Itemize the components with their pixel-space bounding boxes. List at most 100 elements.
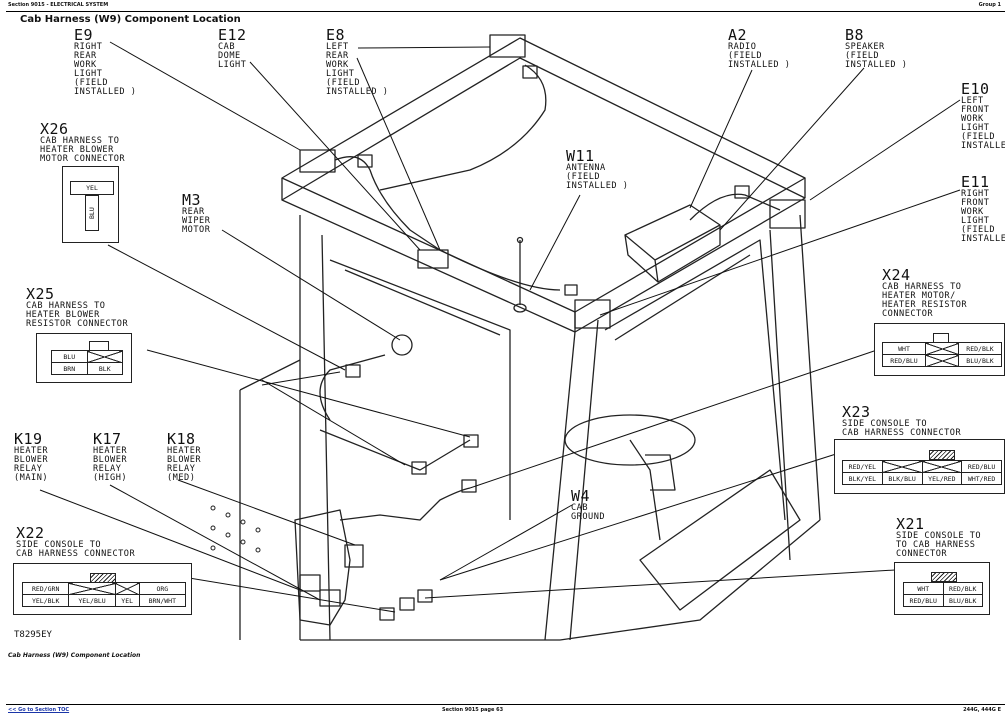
label-k17-desc: HEATER BLOWER RELAY (HIGH) xyxy=(93,446,128,483)
pin-empty xyxy=(925,354,959,367)
label-e9: E9 RIGHT REAR WORK LIGHT (FIELD INSTALLE… xyxy=(74,28,136,97)
label-a2: A2 RADIO (FIELD INSTALLED ) xyxy=(728,28,790,70)
pin-yel-blk: YEL/BLK xyxy=(21,594,70,607)
pin-empty xyxy=(86,350,123,363)
label-k17-code: K17 xyxy=(93,430,122,448)
cab-pillars xyxy=(299,214,821,641)
label-m3-desc: REAR WIPER MOTOR xyxy=(182,207,211,235)
pin-empty xyxy=(921,460,963,473)
header-section: Section 9015 - ELECTRICAL SYSTEM xyxy=(8,2,109,8)
connector-x25-pins: BLU BRN BLK xyxy=(51,350,123,375)
connector-x21-pins: WHT RED/BLK RED/BLU BLU/BLK xyxy=(903,582,983,607)
toc-link[interactable]: << Go to Section TOC xyxy=(8,707,70,713)
label-x22-desc: SIDE CONSOLE TO CAB HARNESS CONNECTOR xyxy=(16,540,136,559)
label-k18-code: K18 xyxy=(167,430,196,448)
label-e9-desc: RIGHT REAR WORK LIGHT (FIELD INSTALLED ) xyxy=(74,42,137,97)
label-e10-desc: LEFT FRONT WORK LIGHT (FIELD INSTALLED ) xyxy=(961,96,1005,151)
label-w4-code: W4 xyxy=(571,487,591,505)
connector-x24-pins: WHT RED/BLK RED/BLU BLU/BLK xyxy=(882,342,1002,367)
footer-models: 244G, 444G E xyxy=(963,707,1001,713)
label-x26-desc: CAB HARNESS TO HEATER BLOWER MOTOR CONNE… xyxy=(40,136,126,164)
connector-x23-key xyxy=(929,450,955,460)
connector-x26: YEL BLU xyxy=(62,166,119,243)
pin-yel-red: YEL/RED xyxy=(921,472,963,485)
label-k19-code: K19 xyxy=(14,430,43,448)
pin-red-blk: RED/BLK xyxy=(958,342,1002,355)
label-k17: K17 HEATER BLOWER RELAY (HIGH) xyxy=(93,432,127,483)
pin-yel-blu: YEL/BLU xyxy=(68,594,116,607)
figure-id: T8295EY xyxy=(14,630,52,640)
label-x22: X22 SIDE CONSOLE TO CAB HARNESS CONNECTO… xyxy=(16,526,135,559)
pin-wht: WHT xyxy=(903,582,944,595)
label-x21-code: X21 xyxy=(896,515,925,533)
label-m3: M3 REAR WIPER MOTOR xyxy=(182,193,210,235)
wiper-motor xyxy=(391,334,413,356)
label-x21: X21 SIDE CONSOLE TO TO CAB HARNESS CONNE… xyxy=(896,517,981,559)
pin-empty xyxy=(925,342,959,355)
label-e11-desc: RIGHT FRONT WORK LIGHT (FIELD INSTALLED … xyxy=(961,189,1005,244)
pin-brn: BRN xyxy=(51,362,88,375)
label-e8-code: E8 xyxy=(326,26,346,44)
label-x24-code: X24 xyxy=(882,266,911,284)
label-e12-code: E12 xyxy=(218,26,247,44)
pin-red-yel: RED/YEL xyxy=(842,460,883,473)
label-e12-desc: CAB DOME LIGHT xyxy=(218,42,247,70)
footer-rule xyxy=(6,704,1005,705)
label-b8-desc: SPEAKER (FIELD INSTALLED ) xyxy=(845,42,908,70)
footer-page: Section 9015 page 63 xyxy=(442,707,504,713)
label-b8-code: B8 xyxy=(845,26,865,44)
label-x25-code: X25 xyxy=(26,285,55,303)
pin-blk-yel: BLK/YEL xyxy=(842,472,883,485)
pin-blu: BLU xyxy=(51,350,88,363)
pin-blu-blk: BLU/BLK xyxy=(958,354,1002,367)
steering-wheel xyxy=(564,414,696,466)
label-w11-desc: ANTENNA (FIELD INSTALLED ) xyxy=(566,163,629,191)
label-e8: E8 LEFT REAR WORK LIGHT (FIELD INSTALLED… xyxy=(326,28,388,97)
header-group: Group 1 xyxy=(978,2,1001,8)
label-k19: K19 HEATER BLOWER RELAY (MAIN) xyxy=(14,432,48,483)
pin-org: ORG xyxy=(138,582,187,595)
label-x23: X23 SIDE CONSOLE TO CAB HARNESS CONNECTO… xyxy=(842,405,961,438)
label-m3-code: M3 xyxy=(182,191,202,209)
pin-red-blu: RED/BLU xyxy=(903,594,944,607)
label-x26: X26 CAB HARNESS TO HEATER BLOWER MOTOR C… xyxy=(40,122,125,164)
label-k19-desc: HEATER BLOWER RELAY (MAIN) xyxy=(14,446,49,483)
label-k18: K18 HEATER BLOWER RELAY (MED) xyxy=(167,432,201,483)
pin-blk: BLK xyxy=(86,362,123,375)
pin-red-grn: RED/GRN xyxy=(21,582,70,595)
figure-caption: Cab Harness (W9) Component Location xyxy=(8,652,141,659)
pin-yel: YEL xyxy=(114,594,140,607)
pin-red-blu: RED/BLU xyxy=(961,460,1002,473)
label-x21-desc: SIDE CONSOLE TO TO CAB HARNESS CONNECTOR xyxy=(896,531,982,559)
label-x22-code: X22 xyxy=(16,524,45,542)
label-a2-desc: RADIO (FIELD INSTALLED ) xyxy=(728,42,791,70)
connector-x22: RED/GRN ORG YEL/BLK YEL/BLU YEL BRN/WHT xyxy=(13,563,192,615)
label-b8: B8 SPEAKER (FIELD INSTALLED ) xyxy=(845,28,907,70)
label-e11-code: E11 xyxy=(961,173,990,191)
label-e10-code: E10 xyxy=(961,80,990,98)
pin-red-blu: RED/BLU xyxy=(882,354,926,367)
pin-wht: WHT xyxy=(882,342,926,355)
label-w4: W4 CAB GROUND xyxy=(571,489,605,522)
label-w11: W11 ANTENNA (FIELD INSTALLED ) xyxy=(566,149,628,191)
connector-x26-blu: BLU xyxy=(85,195,99,231)
label-e8-desc: LEFT REAR WORK LIGHT (FIELD INSTALLED ) xyxy=(326,42,389,97)
label-x25: X25 CAB HARNESS TO HEATER BLOWER RESISTO… xyxy=(26,287,128,329)
label-x23-code: X23 xyxy=(842,403,871,421)
header-rule xyxy=(6,11,1005,12)
label-e12: E12 CAB DOME LIGHT xyxy=(218,28,247,70)
label-a2-code: A2 xyxy=(728,26,748,44)
pin-empty xyxy=(68,582,116,595)
connector-x21: WHT RED/BLK RED/BLU BLU/BLK xyxy=(894,562,990,615)
label-k18-desc: HEATER BLOWER RELAY (MED) xyxy=(167,446,202,483)
connector-x23-pins: RED/YEL RED/BLU BLK/YEL BLK/BLU YEL/RED … xyxy=(842,460,1002,485)
label-e10: E10 LEFT FRONT WORK LIGHT (FIELD INSTALL… xyxy=(961,82,1005,151)
label-x23-desc: SIDE CONSOLE TO CAB HARNESS CONNECTOR xyxy=(842,419,962,438)
pin-blk-blu: BLK/BLU xyxy=(881,472,923,485)
label-w4-desc: CAB GROUND xyxy=(571,503,606,522)
pin-brn-wht: BRN/WHT xyxy=(138,594,187,607)
label-x25-desc: CAB HARNESS TO HEATER BLOWER RESISTOR CO… xyxy=(26,301,129,329)
label-x26-code: X26 xyxy=(40,120,69,138)
label-x24: X24 CAB HARNESS TO HEATER MOTOR/ HEATER … xyxy=(882,268,967,319)
